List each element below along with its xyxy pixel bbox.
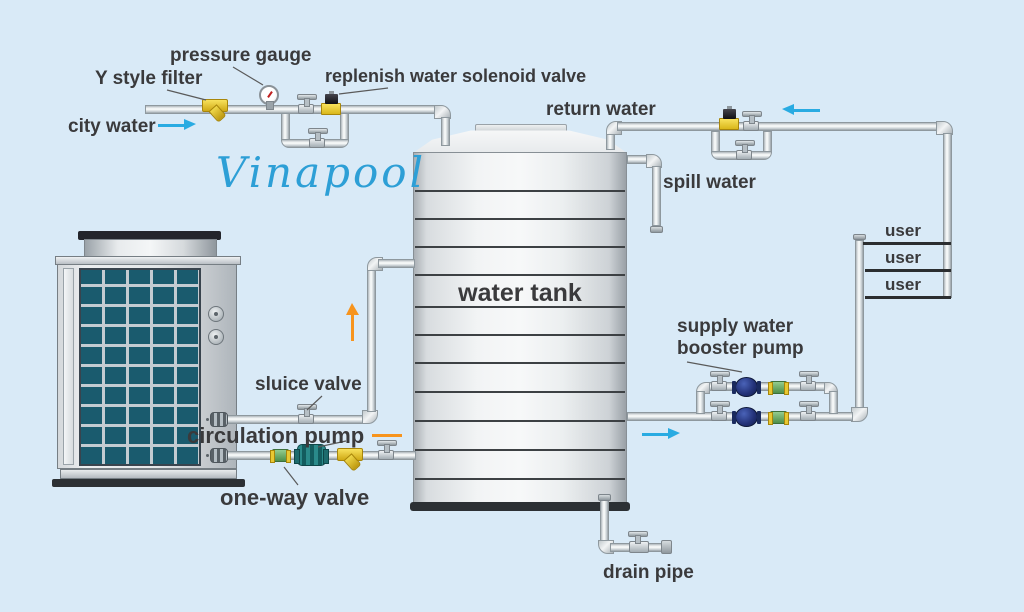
replenish-down-pipe — [441, 117, 450, 146]
branch-connector-pipe — [696, 391, 705, 414]
user-branch-line — [865, 269, 951, 272]
manual-valve — [742, 111, 762, 131]
booster-pump-line: booster pump — [677, 338, 804, 359]
leader-pressure-gauge — [232, 66, 264, 86]
booster-pump — [732, 377, 761, 397]
manual-valve — [377, 440, 397, 460]
return-water-label: return water — [546, 99, 656, 120]
tank-ring — [415, 420, 625, 422]
pressure-gauge-label: pressure gauge — [170, 45, 312, 66]
y-filter — [337, 448, 363, 461]
tank-base — [410, 502, 630, 511]
tank-ring — [415, 274, 625, 276]
one-way-valve — [270, 449, 291, 463]
heat-pump-fan-rim — [78, 231, 221, 240]
drain-pipe-label: drain pipe — [603, 562, 694, 583]
flow-arrow-right — [642, 428, 680, 439]
branch-connector-pipe — [829, 391, 838, 414]
booster-inlet-valve — [710, 401, 730, 421]
user-label: user — [885, 248, 921, 267]
water-tank-label: water tank — [458, 279, 582, 307]
user-label: user — [885, 221, 921, 240]
y-style-filter — [202, 99, 228, 112]
tank-ring — [415, 246, 625, 248]
manual-valve — [297, 94, 317, 114]
pressure-gauge — [259, 85, 279, 110]
heat-pump-knob — [208, 306, 224, 322]
tank-ring — [415, 449, 625, 451]
sluice-valve-label: sluice valve — [255, 374, 362, 395]
leader-sluice-valve — [306, 395, 323, 411]
return-solenoid-valve — [719, 106, 739, 130]
tank-ring — [415, 190, 625, 192]
user-branch-line — [865, 296, 951, 299]
circulation-pump — [294, 444, 329, 466]
heat-pump-foot — [52, 479, 245, 487]
water-tank — [413, 152, 627, 503]
spill-down-pipe — [652, 166, 661, 226]
pipe-end-cap — [650, 226, 663, 233]
heat-pump-knob — [208, 329, 224, 345]
supply-booster-label: supply water booster pump — [677, 316, 804, 360]
leader-booster-pump — [686, 361, 743, 373]
city-water-label: city water — [68, 116, 156, 137]
tank-ring — [415, 334, 625, 336]
heat-pump-coil — [79, 268, 201, 466]
pipe-end-cap — [853, 234, 866, 240]
tank-ring — [415, 362, 625, 364]
user-label: user — [885, 275, 921, 294]
pipe-union-fitting — [206, 448, 228, 463]
tank-dome — [413, 130, 627, 153]
leader-one-way-valve — [283, 466, 299, 486]
flow-arrow-right — [158, 119, 196, 130]
flow-arrow-left — [782, 104, 820, 115]
replenish-solenoid-label: replenish water solenoid valve — [325, 66, 587, 86]
booster-outlet-valve — [799, 371, 819, 391]
tank-ring — [415, 218, 625, 220]
leader-solenoid — [338, 87, 389, 95]
one-way-valve-label: one-way valve — [220, 485, 370, 510]
circulation-pump-label: circulation pump — [187, 423, 365, 448]
user-branch-line — [863, 242, 951, 245]
replenish-solenoid-valve — [321, 91, 341, 115]
booster-pump — [732, 407, 761, 427]
hot-water-inlet-pipe — [378, 259, 415, 268]
booster-outlet-valve — [799, 401, 819, 421]
heat-pump-side-strip — [63, 268, 74, 465]
tank-ring — [415, 391, 625, 393]
check-valve — [768, 411, 789, 425]
spill-water-label: spill water — [663, 172, 756, 193]
pipe-end-cap — [661, 540, 672, 554]
leader-circulation-pump — [317, 440, 347, 448]
heat-pump-base — [60, 469, 237, 479]
brand-logo: Vinapool — [216, 148, 427, 197]
check-valve — [768, 381, 789, 395]
leader-y-filter — [166, 89, 207, 101]
flow-arrow-up — [346, 303, 359, 341]
bypass-valve — [308, 128, 328, 148]
tank-ring — [415, 306, 625, 308]
orange-flow-dash — [372, 434, 402, 437]
tank-ring — [415, 478, 625, 480]
sluice-valve — [297, 404, 317, 424]
drain-valve — [628, 531, 649, 553]
bypass-valve — [735, 140, 755, 160]
pipe-end-cap — [598, 494, 611, 501]
booster-inlet-valve — [710, 371, 730, 391]
y-style-filter-label: Y style filter — [95, 68, 203, 89]
pipe-union-fitting — [206, 412, 228, 427]
supply-water-line: supply water — [677, 316, 794, 337]
